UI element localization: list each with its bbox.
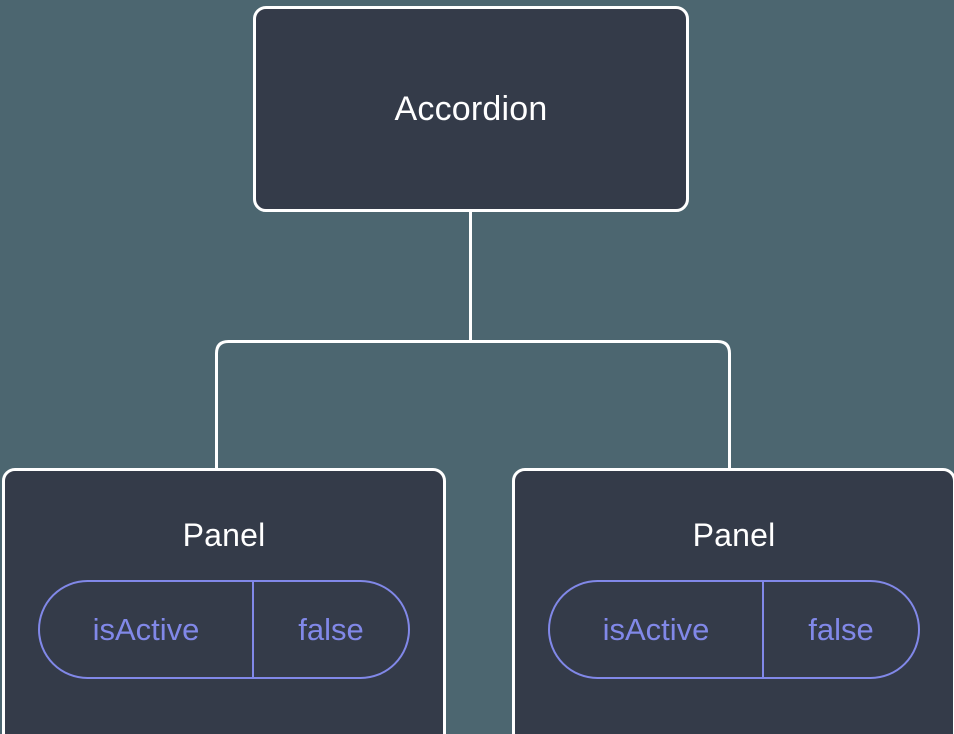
node-panel-right-label: Panel (692, 517, 776, 553)
node-panel-left-label: Panel (182, 517, 266, 553)
node-panel-right[interactable]: Panel isActive false (512, 468, 954, 734)
prop-key-isactive-right: isActive (550, 582, 764, 677)
node-accordion-label: Accordion (394, 90, 548, 128)
prop-key-isactive-left: isActive (40, 582, 254, 677)
prop-pill-isactive-right[interactable]: isActive false (548, 580, 920, 679)
node-panel-left[interactable]: Panel isActive false (2, 468, 446, 734)
edge-children-bus (215, 340, 731, 470)
node-accordion[interactable]: Accordion (253, 6, 689, 212)
prop-value-isactive-right: false (808, 612, 874, 647)
prop-value-isactive-left: false (298, 612, 364, 647)
prop-pill-isactive-left[interactable]: isActive false (38, 580, 410, 679)
